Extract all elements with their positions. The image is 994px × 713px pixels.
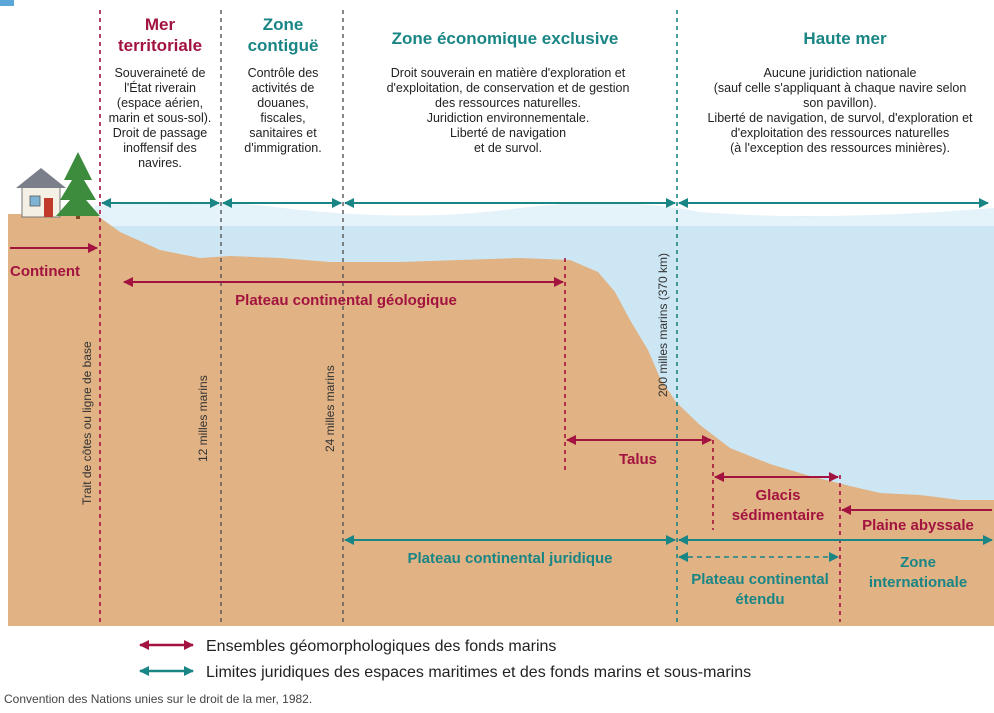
zone-desc-haute-mer: Aucune juridiction nationale(sauf celle … bbox=[707, 66, 973, 155]
label-glacis-line: Glacis bbox=[755, 487, 800, 504]
legend-geomorph-text: Ensembles géomorphologiques des fonds ma… bbox=[206, 638, 556, 655]
zone-title-line: Zone économique exclusive bbox=[392, 29, 619, 48]
zone-desc-line: navires. bbox=[138, 156, 182, 170]
label-plateau-etendu-line: étendu bbox=[735, 591, 784, 608]
zone-desc-line: des ressources naturelles. bbox=[435, 96, 581, 110]
zone-desc-zee: Droit souverain en matière d'exploration… bbox=[387, 66, 630, 155]
label-plateau-geologique: Plateau continental géologique bbox=[235, 292, 457, 309]
zone-desc-line: d'exploitation des ressources naturelles bbox=[731, 126, 949, 140]
zone-desc-line: (espace aérien, bbox=[117, 96, 203, 110]
zone-title-zee: Zone économique exclusive bbox=[392, 29, 619, 48]
zone-title-haute-mer: Haute mer bbox=[803, 29, 887, 48]
zone-desc-line: Juridiction environnementale. bbox=[427, 111, 590, 125]
source-caption: Convention des Nations unies sur le droi… bbox=[4, 692, 312, 706]
zone-title-mer-territoriale: Mer territoriale bbox=[118, 15, 202, 55]
zone-desc-line: d'exploitation, de conservation et de ge… bbox=[387, 81, 630, 95]
zone-desc-line: douanes, bbox=[257, 96, 308, 110]
label-continent: Continent bbox=[10, 263, 80, 280]
zone-desc-line: Aucune juridiction nationale bbox=[764, 66, 917, 80]
label-24nm: 24 milles marins bbox=[323, 365, 337, 452]
label-glacis: Glacis sédimentaire bbox=[732, 487, 825, 524]
zone-title-line: Zone bbox=[263, 15, 304, 34]
tree-icon bbox=[56, 152, 100, 219]
label-zone-internationale-line: Zone bbox=[900, 554, 936, 571]
zone-title-line: Haute mer bbox=[803, 29, 887, 48]
label-plaine: Plaine abyssale bbox=[862, 517, 974, 534]
sea-surface bbox=[95, 201, 994, 226]
zone-title-zone-contigue: Zone contiguë bbox=[248, 15, 319, 55]
zone-title-line: territoriale bbox=[118, 36, 202, 55]
label-glacis-line: sédimentaire bbox=[732, 507, 825, 524]
label-baseline: Trait de côtes ou ligne de base bbox=[80, 341, 94, 505]
label-zone-internationale-line: internationale bbox=[869, 574, 967, 591]
label-talus: Talus bbox=[619, 451, 657, 468]
zone-desc-line: Droit souverain en matière d'exploration… bbox=[391, 66, 626, 80]
label-plateau-juridique: Plateau continental juridique bbox=[407, 550, 612, 567]
zone-title-line: Mer bbox=[145, 15, 176, 34]
zone-desc-line: (à l'exception des ressources minières). bbox=[730, 141, 950, 155]
zone-desc-line: Contrôle des bbox=[248, 66, 319, 80]
corner-mark bbox=[0, 0, 14, 6]
zone-desc-line: activités de bbox=[252, 81, 315, 95]
zone-desc-line: Liberté de navigation, de survol, d'expl… bbox=[707, 111, 973, 125]
zone-desc-line: son pavillon). bbox=[803, 96, 877, 110]
legend-legal-text: Limites juridiques des espaces maritimes… bbox=[206, 664, 751, 681]
zone-desc-line: sanitaires et bbox=[249, 126, 317, 140]
zone-desc-line: (sauf celle s'appliquant à chaque navire… bbox=[714, 81, 967, 95]
zone-desc-line: et de survol. bbox=[474, 141, 542, 155]
house-icon bbox=[16, 168, 66, 218]
zone-desc-line: Liberté de navigation bbox=[450, 126, 566, 140]
label-plateau-etendu-line: Plateau continental bbox=[691, 571, 829, 588]
zone-desc-line: Souveraineté de bbox=[114, 66, 205, 80]
zone-title-line: contiguë bbox=[248, 36, 319, 55]
zone-desc-line: marin et sous-sol). bbox=[109, 111, 212, 125]
zone-desc-line: d'immigration. bbox=[244, 141, 321, 155]
label-zone-internationale: Zone internationale bbox=[869, 554, 967, 591]
seabed-profile bbox=[8, 214, 994, 626]
zone-desc-line: l'État riverain bbox=[124, 80, 196, 95]
zone-desc-line: Droit de passage bbox=[113, 126, 208, 140]
label-plateau-etendu: Plateau continental étendu bbox=[691, 571, 829, 608]
label-12nm: 12 milles marins bbox=[196, 375, 210, 462]
zone-desc-line: inoffensif des bbox=[123, 141, 196, 155]
label-200nm: 200 milles marins (370 km) bbox=[656, 253, 670, 397]
zone-desc-line: fiscales, bbox=[260, 111, 305, 125]
